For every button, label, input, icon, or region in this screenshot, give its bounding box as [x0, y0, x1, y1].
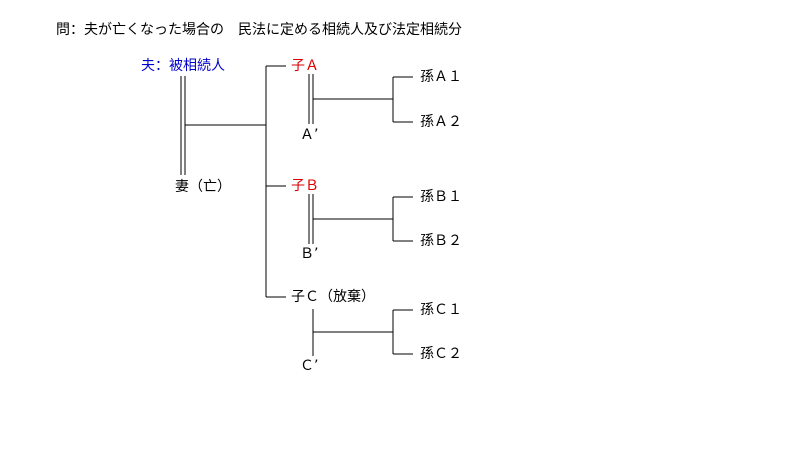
grandchild-a2-label: 孫Ａ２ [420, 114, 462, 130]
grandchild-b2-label: 孫Ｂ２ [420, 233, 462, 249]
grandchild-b1-label: 孫Ｂ１ [420, 189, 462, 205]
wife-label: 妻（亡） [175, 179, 231, 195]
grandchild-c1-label: 孫Ｃ１ [420, 302, 462, 318]
spouse-a-label: Ａ’ [300, 127, 319, 143]
child-a-label: 子Ａ [291, 58, 319, 74]
husband-label: 夫：被相続人 [141, 58, 225, 74]
page-title: 問：夫が亡くなった場合の 民法に定める相続人及び法定相続分 [56, 22, 462, 38]
spouse-c-label: Ｃ’ [300, 358, 319, 374]
child-b-label: 子Ｂ [291, 178, 319, 194]
spouse-b-label: Ｂ’ [300, 246, 319, 262]
child-c-label: 子Ｃ（放棄） [291, 289, 375, 305]
grandchild-a1-label: 孫Ａ１ [420, 69, 462, 85]
grandchild-c2-label: 孫Ｃ２ [420, 346, 462, 362]
